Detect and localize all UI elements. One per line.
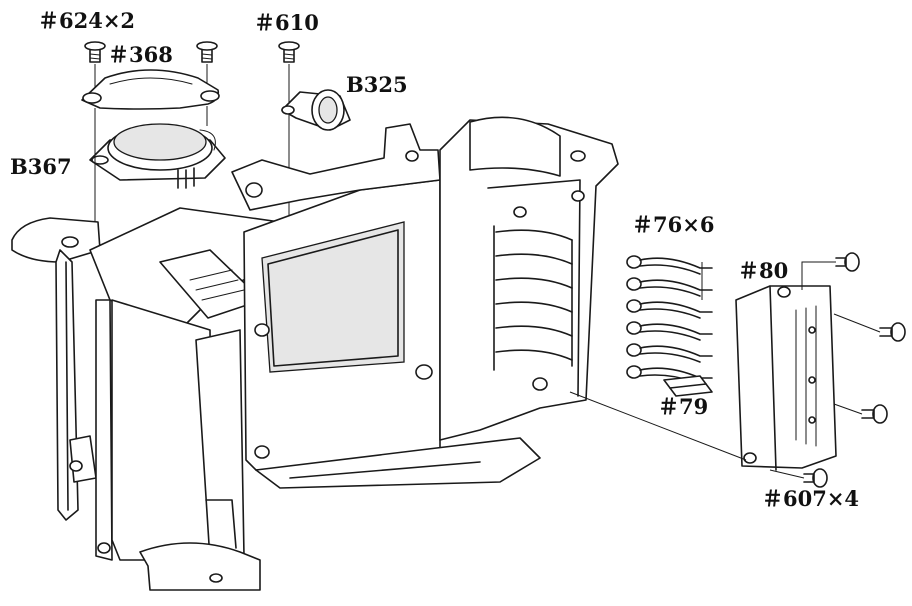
label-b325: B325 [346, 72, 408, 97]
leader-368 [94, 106, 208, 225]
label-80: ＃80 [738, 258, 788, 283]
leader-board-80 [569, 391, 747, 461]
contact-79 [663, 375, 713, 397]
dial-assembly-b367 [89, 123, 226, 189]
contacts-76-set [626, 255, 713, 385]
label-368: ＃368 [108, 42, 173, 67]
label-624: ＃624×2 [38, 8, 135, 33]
leader-607 [769, 261, 881, 479]
label-76: ＃76×6 [632, 212, 714, 237]
screw-624-left [84, 41, 106, 63]
camera-body-chassis [11, 116, 619, 591]
screw-607-1 [835, 252, 860, 272]
label-79: ＃79 [658, 394, 708, 419]
screw-610 [278, 41, 300, 63]
circuit-board-80 [735, 285, 837, 471]
label-b367: B367 [10, 154, 72, 179]
eyepiece-ring-b325 [281, 89, 351, 131]
screw-607-3 [861, 404, 888, 424]
label-610: ＃610 [254, 10, 319, 35]
label-607: ＃607×4 [762, 486, 859, 511]
screw-624-right [196, 41, 218, 63]
cover-plate-368 [81, 69, 220, 110]
screw-607-4 [803, 468, 828, 488]
screw-607-2 [879, 322, 906, 342]
